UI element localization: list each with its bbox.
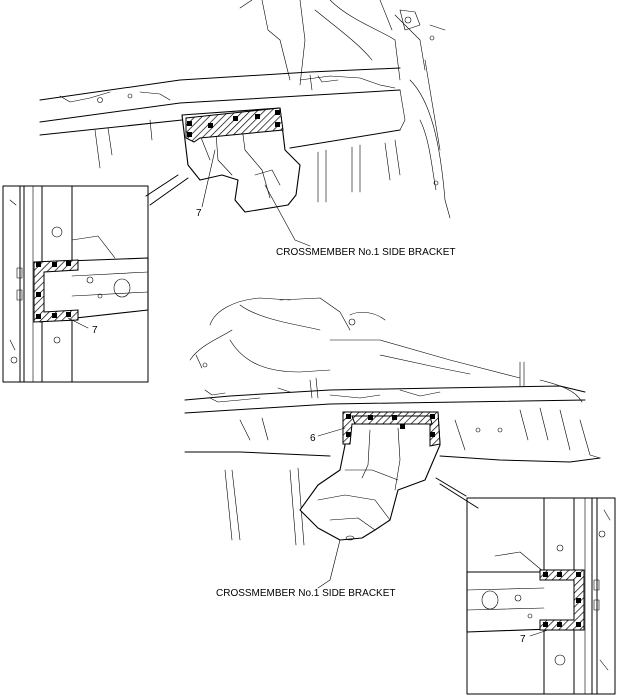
bottom-detail-inset — [466, 497, 616, 695]
bottom-bracket-leader — [317, 539, 341, 589]
bottom-crossmember-bracket — [299, 411, 441, 541]
top-vehicle-frame-view — [39, 0, 451, 219]
bottom-bracket-label: CROSSMEMBER No.1 SIDE BRACKET — [216, 588, 395, 599]
bottom-vehicle-frame-view — [184, 297, 601, 546]
callout-top-detail-leader — [67, 317, 89, 329]
callout-bottom-detail-number: 7 — [520, 634, 526, 645]
callout-top-number: 7 — [196, 208, 202, 219]
top-bracket-leader — [264, 184, 311, 247]
callout-top-leader — [201, 149, 216, 208]
top-bracket-label: CROSSMEMBER No.1 SIDE BRACKET — [276, 247, 455, 258]
top-crossmember-bracket — [181, 107, 301, 213]
callout-bottom-leader — [317, 427, 346, 437]
top-detail-connector — [145, 174, 189, 206]
callout-bottom-detail-leader — [529, 629, 549, 637]
top-detail-inset — [2, 185, 149, 383]
bottom-detail-connector — [435, 477, 479, 509]
callout-bottom-number: 6 — [310, 433, 316, 444]
callout-top-detail-number: 7 — [92, 325, 98, 336]
